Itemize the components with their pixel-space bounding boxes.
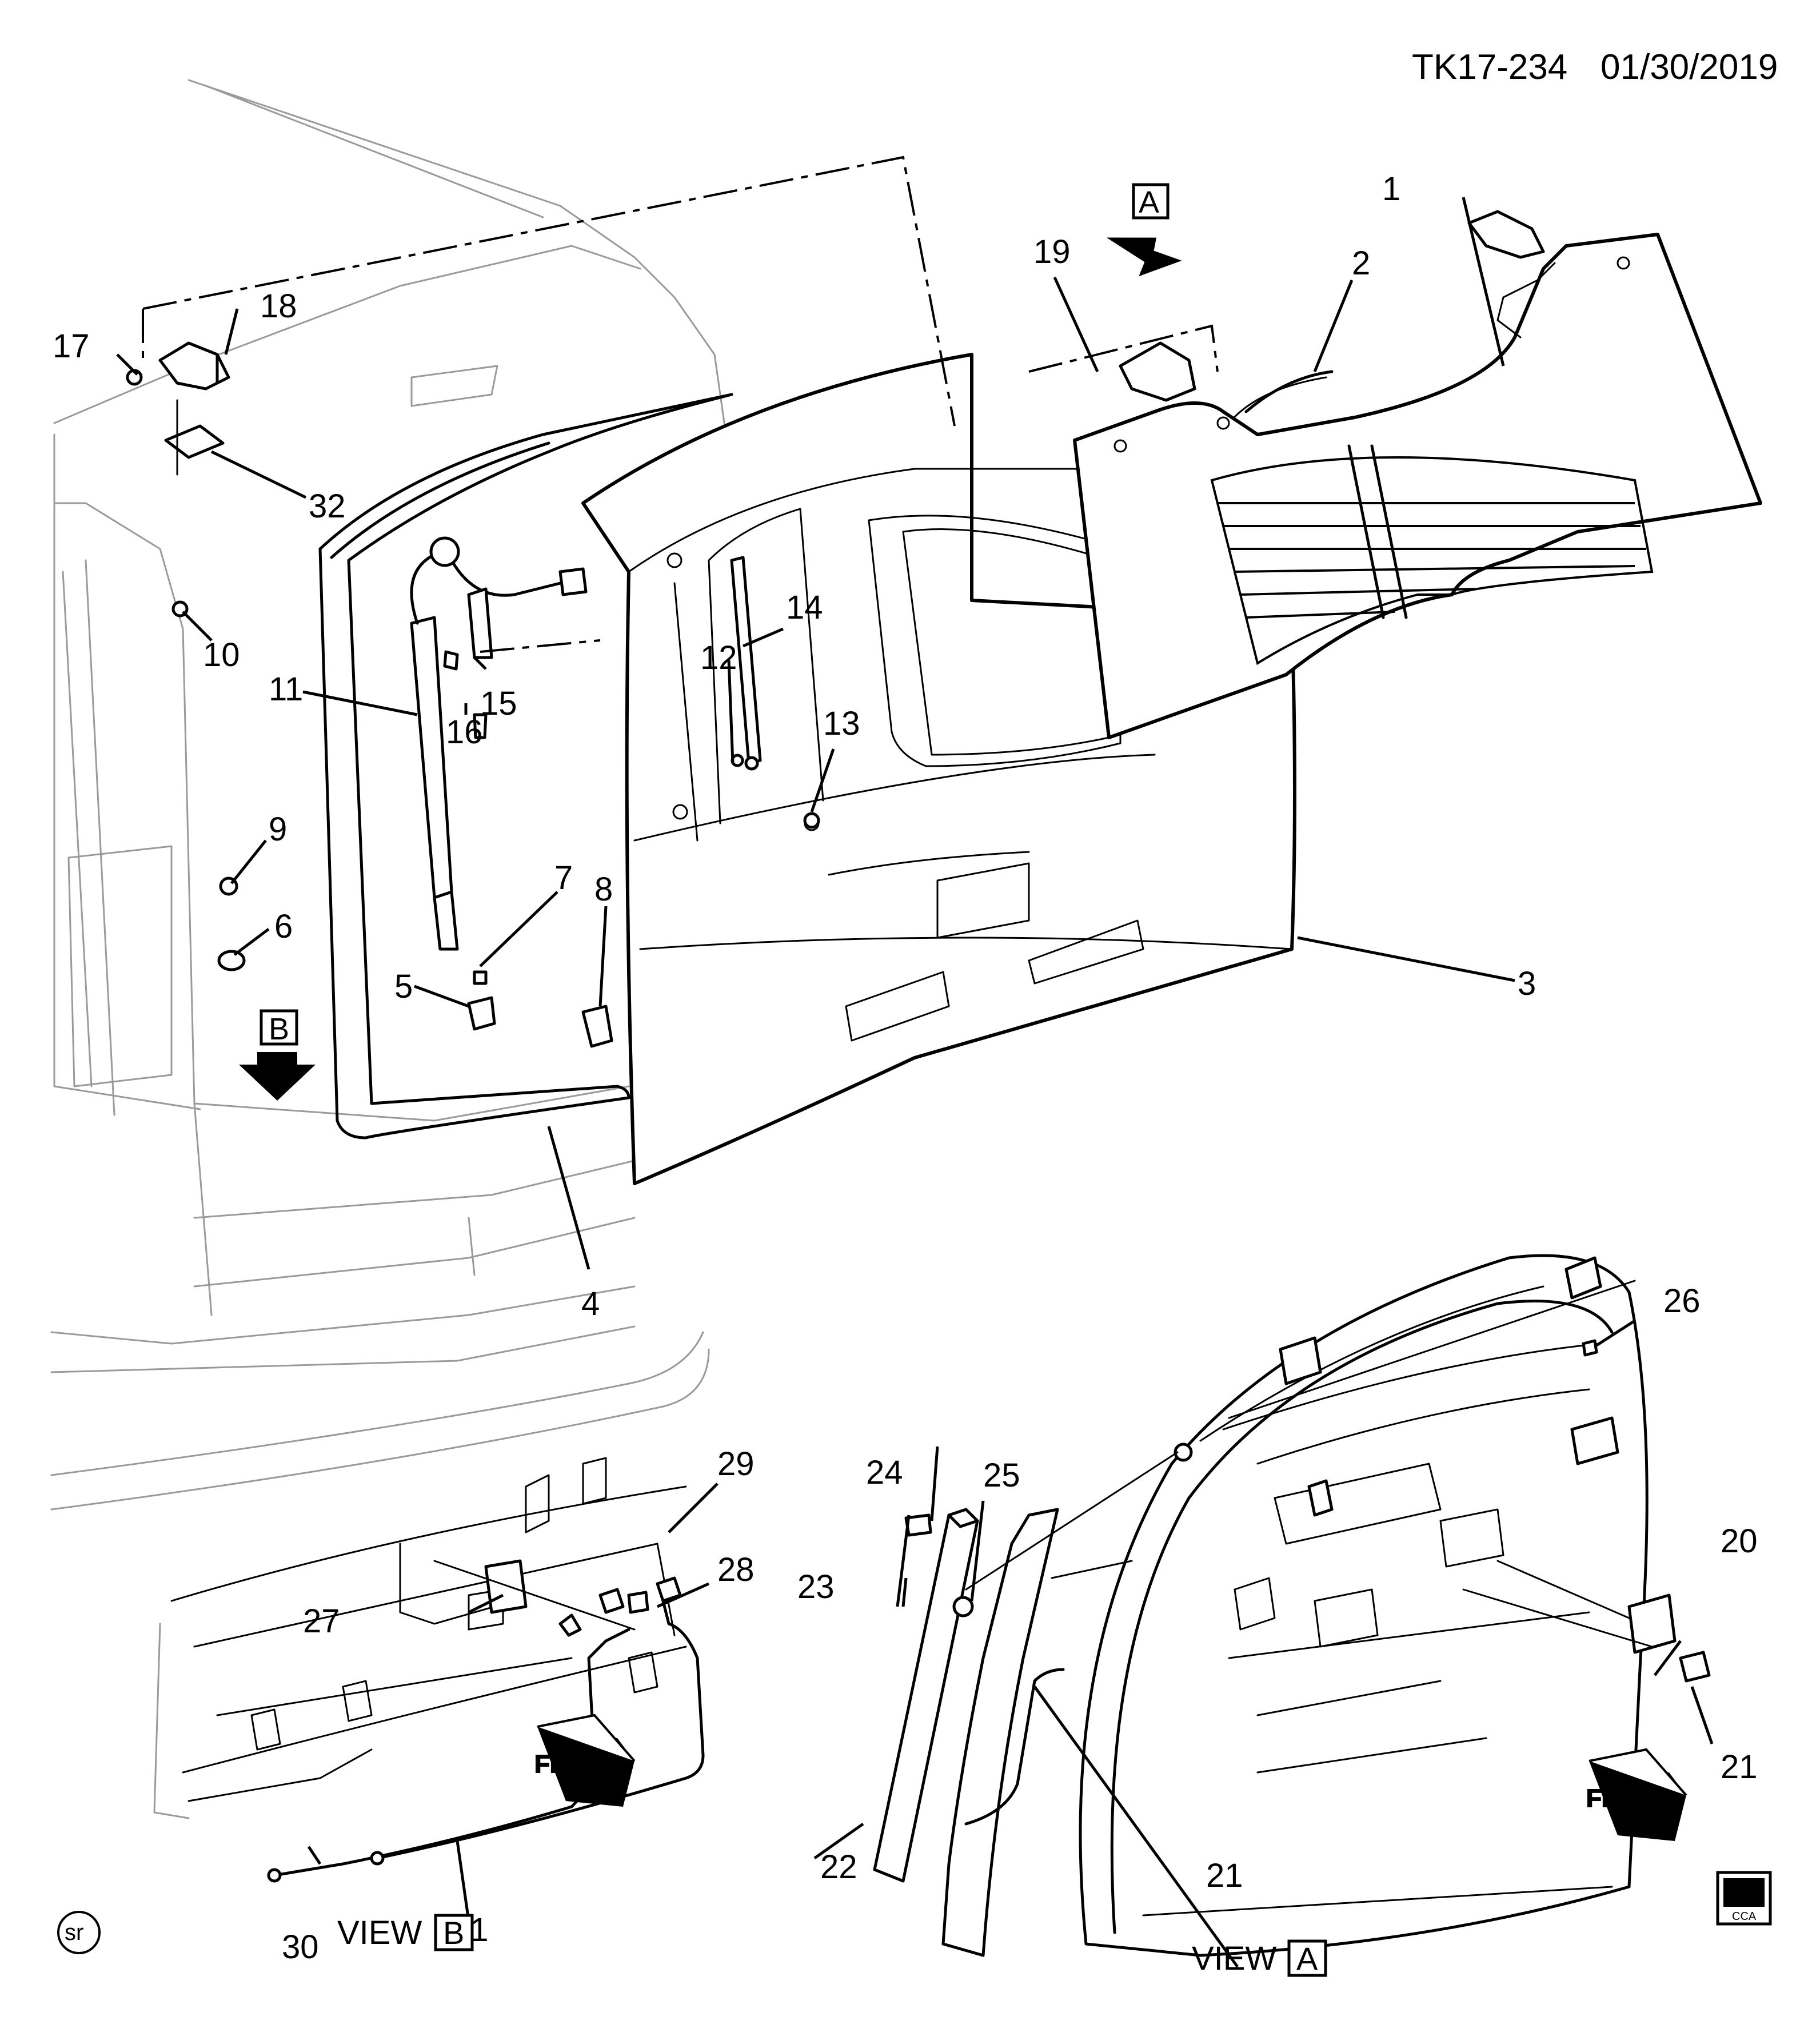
callout-17: 17	[53, 328, 90, 365]
callout-32: 32	[309, 488, 346, 525]
gm-logo-text: GM	[1727, 1882, 1764, 1907]
callout-29: 29	[717, 1445, 755, 1483]
callout-21-bottom: 21	[1206, 1857, 1243, 1894]
callout-13: 13	[823, 705, 860, 742]
sr-text: sr	[65, 1920, 83, 1945]
liftgate-panel	[581, 353, 1296, 1185]
fasteners	[171, 587, 820, 1048]
callout-22: 22	[820, 1848, 857, 1886]
frt-arrow-view-a: FRT	[1586, 1748, 1687, 1841]
callout-8: 8	[594, 871, 613, 908]
callout-25: 25	[983, 1457, 1020, 1494]
callout-27: 27	[303, 1603, 340, 1640]
alignment-lines	[142, 156, 1219, 653]
view-b-detail	[50, 1331, 710, 1883]
view-b-title: VIEW B	[337, 1914, 474, 1951]
callout-19: 19	[1033, 233, 1071, 270]
view-marker-a-letter: A	[1139, 185, 1159, 220]
view-marker-b: B	[239, 1009, 316, 1101]
callout-3: 3	[1518, 965, 1536, 1002]
gas-strut	[730, 556, 762, 771]
callout-1: 1	[1382, 170, 1400, 208]
callout-12: 12	[700, 639, 737, 676]
callout-26: 26	[1663, 1282, 1701, 1320]
callout-4: 4	[581, 1285, 600, 1322]
view-marker-b-letter: B	[269, 1012, 289, 1046]
view-a-prefix: VIEW	[1192, 1940, 1276, 1977]
frt-label-view-a: FRT	[1586, 1784, 1635, 1812]
liftgate-weatherstrip	[318, 393, 733, 1139]
callout-7: 7	[554, 859, 573, 897]
frt-arrow-view-b: FRT	[534, 1714, 636, 1807]
frt-label-view-b: FRT	[534, 1750, 584, 1778]
callout-labels: 1 2 3 4 5 6 7 8 9 10 11 12 13 14 15 16 1…	[53, 170, 1758, 1966]
callout-5: 5	[394, 968, 413, 1005]
view-a-title: VIEW A	[1192, 1939, 1327, 1977]
callout-21-right: 21	[1721, 1748, 1758, 1786]
callout-14: 14	[786, 589, 823, 626]
view-a-letter: A	[1296, 1941, 1318, 1977]
callout-9: 9	[269, 811, 287, 848]
callout-18: 18	[260, 288, 297, 325]
doc-id: TK17-234	[1412, 47, 1567, 87]
cca-text: CCA	[1732, 1910, 1757, 1923]
callout-11: 11	[269, 671, 303, 708]
power-strut-and-harness	[410, 536, 588, 951]
callout-6: 6	[274, 908, 293, 945]
callout-23: 23	[797, 1568, 835, 1605]
callout-28: 28	[717, 1551, 755, 1588]
callout-2: 2	[1352, 245, 1370, 282]
liftgate-glass	[1073, 210, 1762, 739]
view-b-prefix: VIEW	[337, 1914, 422, 1951]
hinge-assembly	[126, 341, 230, 476]
view-marker-a: A	[1106, 183, 1182, 277]
callout-16: 16	[446, 714, 483, 751]
callout-24: 24	[866, 1454, 903, 1491]
leader-lines-view-b	[307, 1483, 719, 1922]
callout-30: 30	[282, 1929, 319, 1966]
gm-logo: GM CCA	[1716, 1871, 1772, 1926]
vehicle-body-outline	[50, 79, 727, 1373]
view-a-detail	[873, 1254, 1711, 1957]
view-b-letter: B	[443, 1915, 464, 1951]
callout-10: 10	[203, 636, 240, 674]
sr-mark: sr	[57, 1911, 101, 1954]
callout-15: 15	[480, 685, 517, 722]
leader-lines-view-a	[813, 1319, 1714, 1968]
callout-20: 20	[1721, 1523, 1758, 1560]
doc-date: 01/30/2019	[1601, 47, 1778, 87]
